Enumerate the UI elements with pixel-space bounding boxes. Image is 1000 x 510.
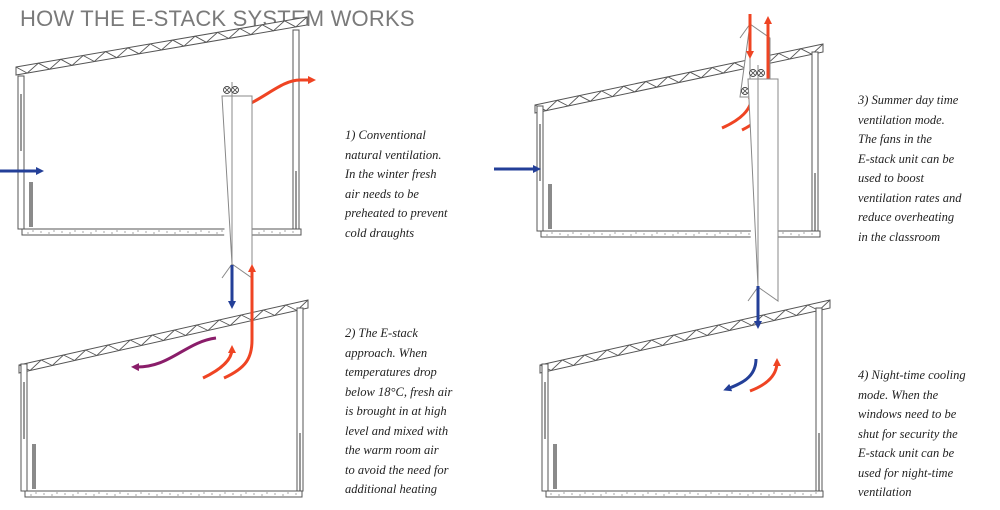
room-air-to-fan-arrow	[202, 345, 236, 380]
caption-line: level and mixed with	[345, 423, 449, 438]
caption-conventional: 1) Conventional natural ventilation. In …	[345, 126, 448, 243]
caption-line: temperatures drop	[345, 365, 437, 379]
left-wall	[20, 363, 28, 492]
radiator	[548, 184, 552, 229]
roof-truss	[534, 43, 824, 114]
caption-line: windows need to be	[858, 407, 957, 421]
caption-line: ventilation mode.	[858, 112, 945, 127]
building-section	[539, 299, 831, 498]
caption-line: additional heating	[345, 482, 438, 496]
fan-icon	[757, 69, 765, 77]
fan-icon	[749, 69, 757, 77]
radiator	[553, 444, 557, 489]
caption-line: cold draughts	[345, 225, 415, 240]
left-wall	[536, 105, 544, 232]
e-stack-unit	[221, 82, 253, 279]
caption-line: 4) Night-time cooling	[858, 368, 966, 382]
caption-line: is brought in at high	[345, 404, 447, 418]
e-stack-unit	[747, 65, 779, 302]
caption-line: used for night-time	[858, 465, 954, 480]
right-wall	[296, 307, 304, 492]
caption-line: reduce overheating	[858, 210, 955, 224]
mixed-air-supply-arrow	[131, 336, 217, 372]
left-wall	[17, 75, 25, 230]
caption-line: the warm room air	[345, 443, 439, 457]
warm-air-return-arrow	[749, 358, 781, 393]
building-section	[534, 43, 824, 238]
caption-line: natural ventilation.	[345, 147, 442, 162]
caption-line: ventilation	[858, 485, 912, 499]
roof-truss	[15, 16, 308, 76]
panel-e-stack-approach	[18, 82, 309, 498]
floor-slab	[24, 490, 303, 498]
caption-line: E-stack unit can be	[858, 151, 955, 166]
caption-line: used to boost	[858, 171, 924, 185]
caption-line: 2) The E-stack	[345, 326, 418, 340]
e-stack-housing	[221, 82, 253, 279]
fan-icon	[231, 86, 239, 94]
right-wall	[811, 51, 819, 232]
room-air-to-fan-arrow	[721, 91, 756, 130]
left-wall	[541, 363, 549, 492]
caption-e-stack-approach: 2) The E-stack approach. When temperatur…	[345, 324, 452, 500]
panel-night-cooling	[539, 65, 831, 498]
caption-line: in the classroom	[858, 229, 941, 244]
right-wall	[815, 307, 823, 492]
caption-line: E-stack unit can be	[858, 446, 955, 460]
radiator	[29, 182, 33, 227]
radiator	[32, 444, 36, 489]
roof-truss	[539, 299, 831, 374]
fan-icon	[223, 86, 231, 94]
caption-summer-day: 3) Summer day time ventilation mode. The…	[858, 91, 961, 247]
caption-line: shut for security the	[858, 426, 958, 441]
e-stack-housing	[747, 65, 779, 302]
caption-line: below 18°C, fresh air	[345, 384, 453, 399]
caption-line: 1) Conventional	[345, 128, 426, 142]
exhaust-up-arrow	[223, 264, 256, 380]
caption-night-cooling: 4) Night-time cooling mode. When the win…	[858, 366, 966, 503]
cool-air-supply-arrow	[723, 358, 758, 392]
floor-slab	[21, 228, 302, 236]
caption-line: The fans in the	[858, 132, 932, 146]
caption-line: preheated to prevent	[345, 206, 448, 220]
caption-line: ventilation rates and	[858, 190, 962, 205]
panel-conventional	[0, 16, 316, 236]
caption-line: to avoid the need for	[345, 462, 449, 477]
floor-slab	[545, 490, 824, 498]
caption-line: 3) Summer day time	[858, 93, 959, 107]
right-wall	[292, 29, 300, 230]
fan-icon	[741, 87, 749, 95]
roof-truss	[18, 299, 309, 374]
caption-line: air needs to be	[345, 186, 419, 201]
page-title: HOW THE E-STACK SYSTEM WORKS	[20, 6, 415, 31]
building-section	[18, 299, 309, 498]
caption-line: mode. When the	[858, 387, 939, 402]
building-section	[15, 16, 308, 236]
caption-line: approach. When	[345, 345, 428, 360]
caption-line: In the winter fresh	[345, 167, 437, 181]
